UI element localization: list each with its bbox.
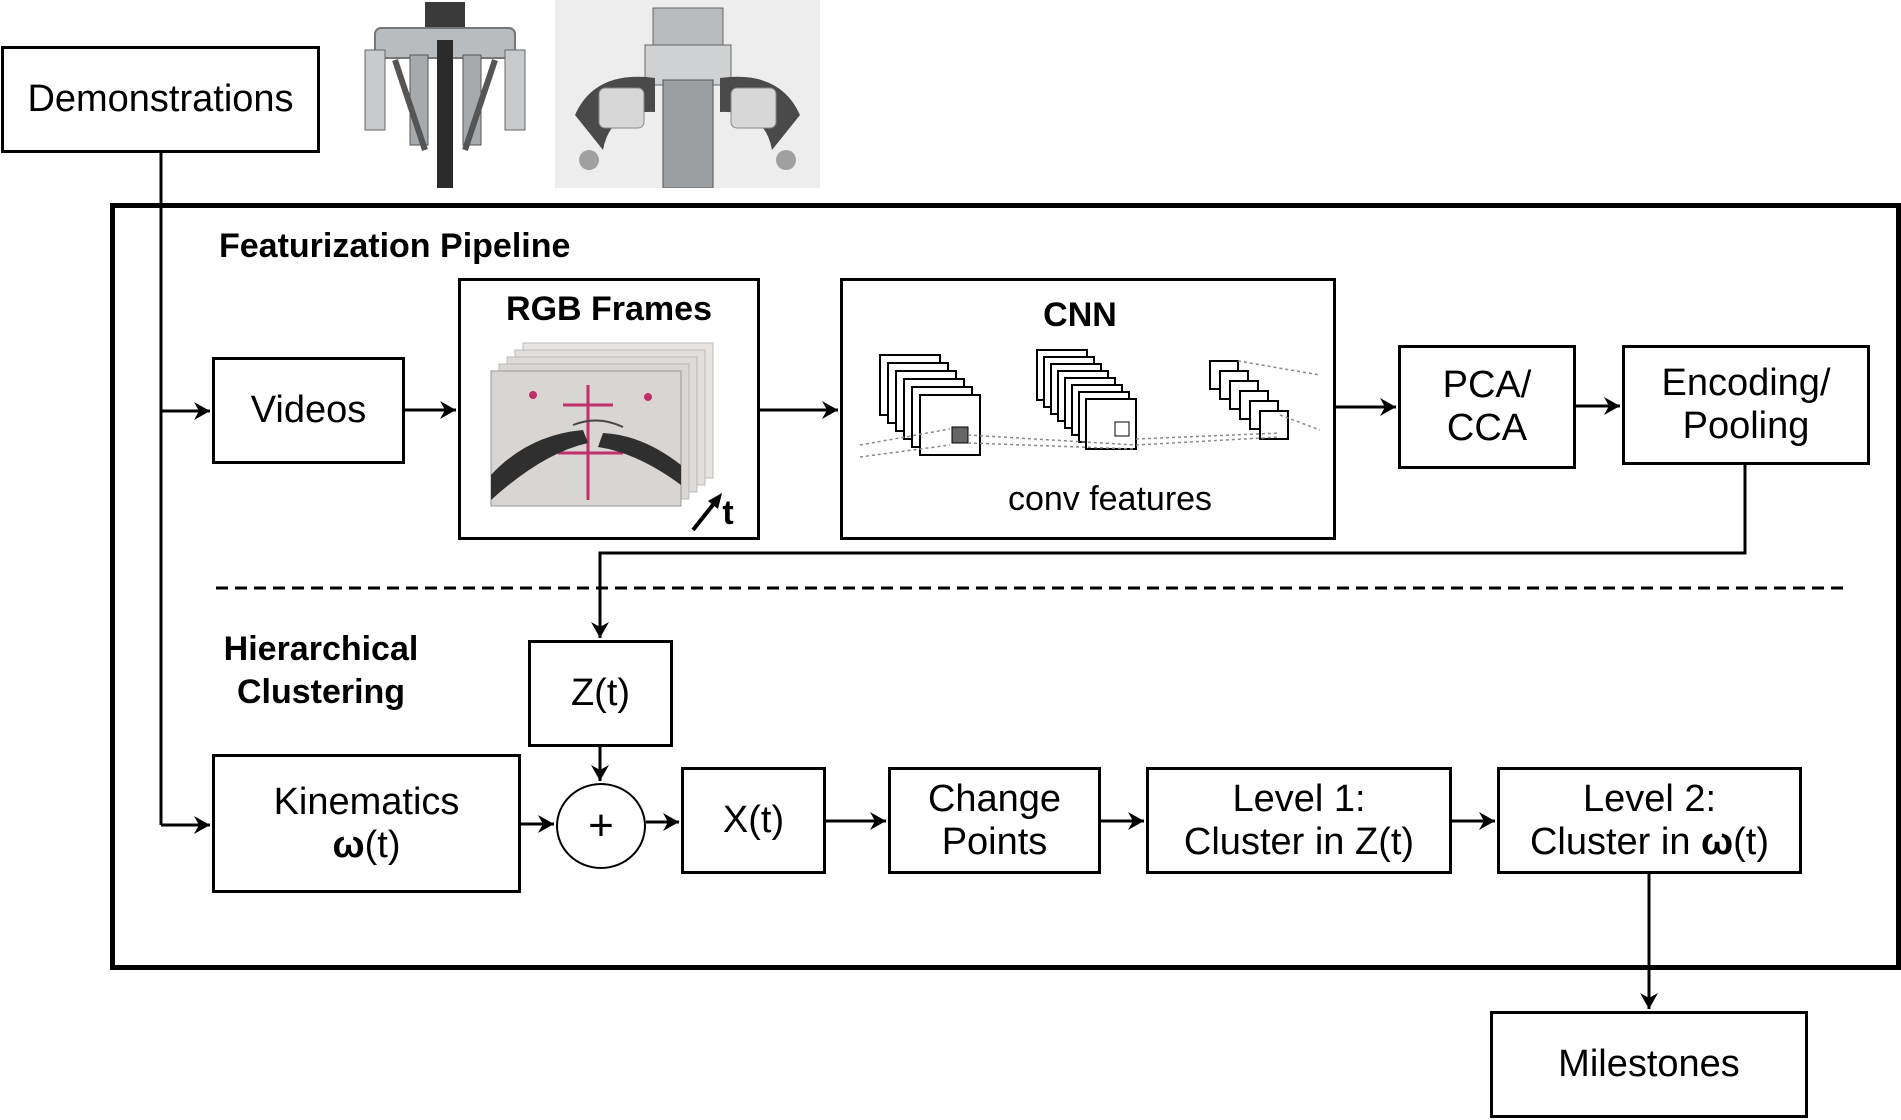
conv-features-label: conv features: [1007, 480, 1213, 518]
encoding-label-line2: Pooling: [1682, 405, 1810, 447]
time-label: t: [722, 494, 734, 532]
cnn-title: CNN: [1043, 296, 1117, 334]
level1-line1: Level 1:: [1232, 777, 1366, 820]
kinematics-suffix: (t): [364, 823, 401, 866]
plus-symbol: +: [588, 801, 614, 851]
videos-box: Videos: [212, 357, 405, 464]
clustering-title-line1: Hierarchical: [223, 630, 419, 668]
change-points-line1: Change: [927, 777, 1062, 820]
kinematics-omega-symbol: ω: [332, 823, 365, 866]
surgical-robot-image: [355, 0, 535, 188]
change-points-box: Change Points: [888, 767, 1101, 874]
pca-cca-box: PCA/ CCA: [1398, 345, 1576, 469]
kinematics-line1: Kinematics: [273, 780, 460, 823]
pca-label-line1: PCA/: [1442, 364, 1532, 407]
level1-line2: Cluster in Z(t): [1183, 820, 1415, 863]
clustering-title: Hierarchical Clustering: [216, 628, 426, 713]
rgb-frames-stack: [490, 342, 722, 532]
pipeline-frame: [110, 203, 1901, 970]
level2-prefix: Cluster in: [1529, 820, 1702, 863]
kinematics-line2: ω(t): [333, 824, 401, 867]
level2-line1: Level 2:: [1582, 777, 1717, 820]
rgb-frames-title: RGB Frames: [506, 290, 712, 328]
level1-box: Level 1: Cluster in Z(t): [1146, 767, 1452, 874]
demonstrations-box: Demonstrations: [1, 46, 320, 153]
xt-label: X(t): [722, 799, 785, 842]
demonstrations-label: Demonstrations: [27, 78, 294, 121]
clustering-title-line2: Clustering: [236, 672, 406, 711]
encoding-pooling-box: Encoding/ Pooling: [1622, 345, 1870, 465]
kinematics-box: Kinematics ω(t): [212, 754, 521, 893]
encoding-label-line1: Encoding/: [1661, 362, 1831, 405]
cnn-feature-maps: [859, 349, 1321, 458]
pr2-robot-image: [555, 0, 820, 188]
featurization-title: Featurization Pipeline: [219, 227, 571, 265]
level2-box: Level 2: Cluster in ω(t): [1497, 767, 1802, 874]
zt-box: Z(t): [528, 640, 673, 747]
pca-label-line2: CCA: [1446, 407, 1528, 449]
milestones-label: Milestones: [1558, 1043, 1740, 1086]
xt-box: X(t): [681, 767, 826, 874]
zt-label: Z(t): [570, 672, 631, 715]
change-points-line2: Points: [941, 820, 1048, 863]
level2-omega-symbol: ω: [1701, 820, 1734, 863]
sum-node: +: [556, 783, 646, 869]
videos-label: Videos: [250, 389, 367, 432]
level2-line2: Cluster in ω(t): [1530, 821, 1769, 864]
milestones-box: Milestones: [1490, 1011, 1808, 1118]
level2-suffix: (t): [1733, 820, 1770, 863]
